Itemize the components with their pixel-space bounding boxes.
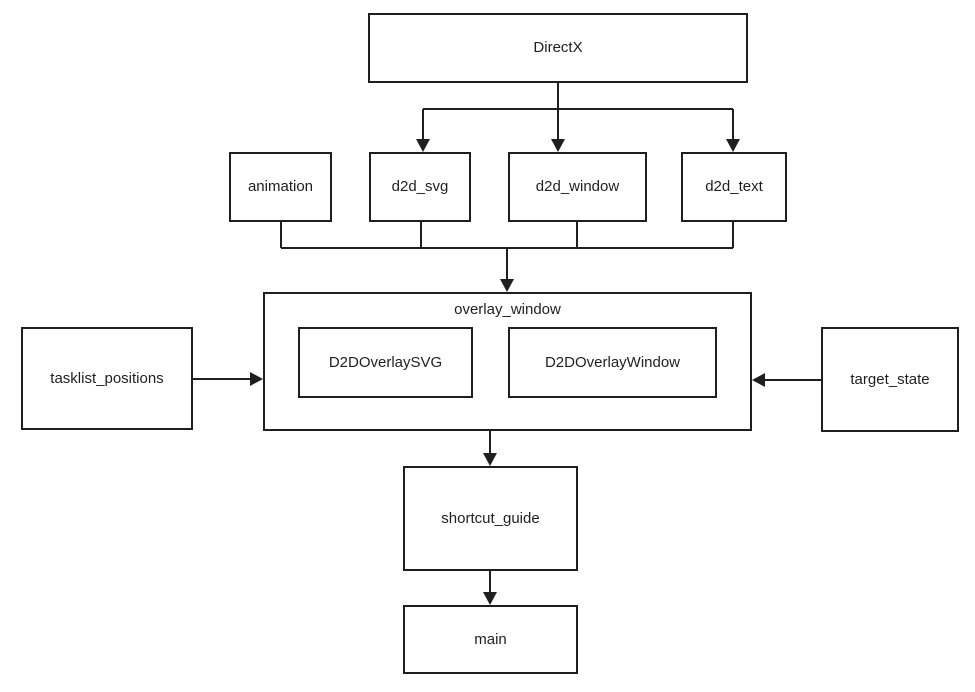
arrowhead-d2dsvg (416, 139, 430, 152)
node-main-label: main (474, 630, 507, 648)
node-d2d-window: d2d_window (508, 152, 647, 222)
node-animation-label: animation (247, 178, 314, 195)
arrowhead-d2dwindow (551, 139, 565, 152)
node-target-state-label: target_state (850, 370, 930, 388)
node-overlay-window-label: overlay_window (454, 301, 561, 318)
arrowhead-overlay-right (752, 373, 765, 387)
node-d2d-text-label: d2d_text (705, 178, 763, 195)
node-directx-label: DirectX (533, 39, 583, 56)
node-tasklist-positions: tasklist_positions (21, 327, 193, 430)
node-d2d-svg-label: d2d_svg (391, 178, 449, 195)
node-overlay-window: overlay_window (263, 292, 752, 431)
node-target-state: target_state (821, 327, 959, 432)
arrowhead-overlay-left (250, 372, 263, 386)
node-d2d-window-label: d2d_window (535, 178, 620, 195)
arrowhead-overlay-top (500, 279, 514, 292)
node-directx: DirectX (368, 13, 748, 83)
node-d2d-overlay-svg-label: D2DOverlaySVG (328, 353, 443, 371)
arrowhead-main (483, 592, 497, 605)
node-tasklist-positions-label: tasklist_positions (50, 369, 164, 387)
node-d2d-overlay-svg: D2DOverlaySVG (298, 327, 473, 398)
node-d2d-svg: d2d_svg (369, 152, 471, 222)
node-animation: animation (229, 152, 332, 222)
node-main: main (403, 605, 578, 674)
node-shortcut-guide: shortcut_guide (403, 466, 578, 571)
arrowhead-d2dtext (726, 139, 740, 152)
node-d2d-text: d2d_text (681, 152, 787, 222)
node-d2d-overlay-window: D2DOverlayWindow (508, 327, 717, 398)
arrowhead-shortcut (483, 453, 497, 466)
node-d2d-overlay-window-label: D2DOverlayWindow (544, 353, 681, 371)
node-shortcut-guide-label: shortcut_guide (441, 509, 540, 527)
